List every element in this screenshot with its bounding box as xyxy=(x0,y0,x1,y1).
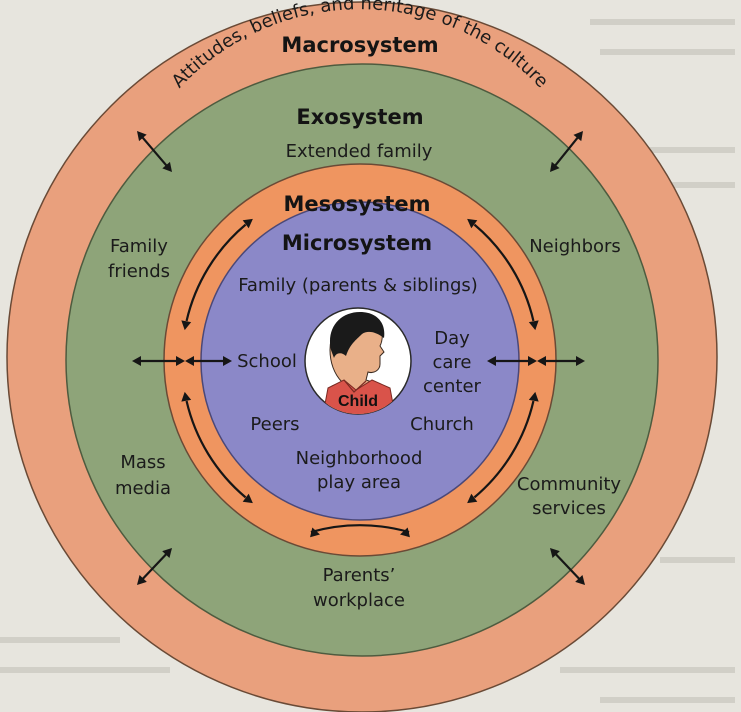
meso-arc-arrow-lower-left xyxy=(181,391,253,504)
extended-family-label: Extended family xyxy=(286,141,433,162)
peers-label: Peers xyxy=(250,414,299,435)
meso-arc-arrow-upper-left xyxy=(181,218,253,331)
child-label: Child xyxy=(338,393,378,410)
child-head-icon xyxy=(321,312,397,414)
church-label: Church xyxy=(410,414,474,435)
community-services-label-line2: services xyxy=(532,498,606,519)
neighborhood-label-line1: Neighborhood xyxy=(296,448,423,469)
arrows-layer xyxy=(132,131,585,585)
meso-arc-arrow-bottom xyxy=(310,524,410,538)
mesosystem-title: Mesosystem xyxy=(284,192,431,216)
child-center: Child xyxy=(304,307,412,415)
family-friends-label-line2: friends xyxy=(108,261,170,282)
neighbors-label: Neighbors xyxy=(529,236,621,257)
parents-workplace-label-line2: workplace xyxy=(313,590,405,611)
meso-arc-arrow-lower-right xyxy=(467,391,539,504)
lower-left-diagonal-arrow xyxy=(137,548,172,585)
microsystem-title: Microsystem xyxy=(282,231,432,255)
lower-right-diagonal-arrow xyxy=(550,548,585,585)
neighborhood-label-line2: play area xyxy=(317,472,401,493)
family-label: Family (parents & siblings) xyxy=(238,275,478,296)
day-care-label-line1: Day xyxy=(434,328,470,349)
mass-media-label-line1: Mass xyxy=(120,452,165,473)
upper-right-diagonal-arrow xyxy=(550,131,583,172)
upper-left-diagonal-arrow xyxy=(137,131,172,172)
day-care-label-line2: care xyxy=(432,352,471,373)
school-left-arrow-inner xyxy=(185,356,232,366)
daycare-right-arrow-outer xyxy=(537,356,585,366)
daycare-right-arrow-inner xyxy=(487,356,537,366)
mass-media-label-line2: media xyxy=(115,478,171,499)
family-friends-label-line1: Family xyxy=(110,236,168,257)
meso-arc-arrow-upper-right xyxy=(467,218,539,331)
school-left-arrow-outer xyxy=(132,356,185,366)
parents-workplace-label-line1: Parents’ xyxy=(323,565,396,586)
exosystem-title: Exosystem xyxy=(296,105,423,129)
day-care-label-line3: center xyxy=(423,376,482,397)
community-services-label-line1: Community xyxy=(517,474,622,495)
macrosystem-title: Macrosystem xyxy=(281,33,438,57)
school-label: School xyxy=(237,351,297,372)
